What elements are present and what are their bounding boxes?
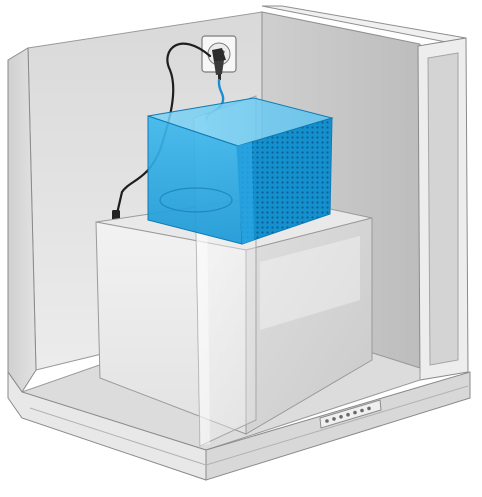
led-indicator: [325, 419, 329, 423]
microwave-appliance: [148, 98, 332, 244]
led-indicator: [332, 417, 336, 421]
led-indicator: [339, 415, 343, 419]
led-indicator: [353, 411, 357, 415]
led-indicator: [346, 413, 350, 417]
led-indicator: [360, 409, 364, 413]
cabinet-right-panel-slot: [428, 53, 458, 365]
led-indicator: [367, 407, 371, 411]
